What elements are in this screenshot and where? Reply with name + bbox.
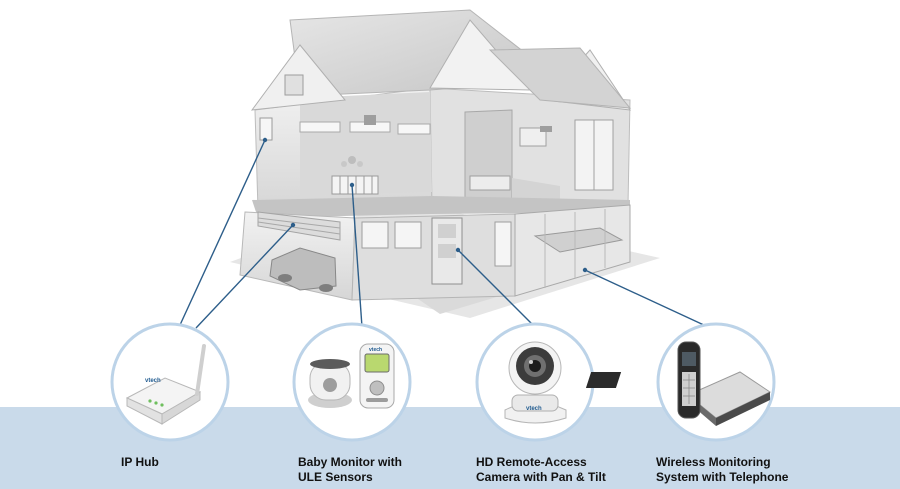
baby-monitor-icon: vtech (308, 343, 395, 409)
bedroom-floor (512, 178, 560, 200)
leader-phone (584, 269, 707, 327)
ip-hub-brand: vtech (145, 378, 161, 384)
bedroom-art (519, 127, 547, 147)
ceiling-lamp-left (364, 115, 376, 125)
living-room-glass (514, 204, 631, 297)
garage-door-open (257, 211, 341, 241)
house-illustration (230, 9, 660, 318)
left-room-window-1 (299, 121, 341, 133)
left-room-window-3 (397, 123, 431, 135)
baby-monitor-brand: vtech (369, 347, 382, 353)
ceiling-lamp-right (540, 126, 552, 132)
left-gable-window (284, 74, 304, 96)
label-ip-hub: IP Hub (121, 455, 159, 469)
device-circles (110, 322, 776, 442)
side-window (259, 117, 273, 141)
leader-baby-monitor (351, 184, 363, 328)
door-side-window (494, 221, 512, 267)
telephone-icon (585, 341, 772, 426)
ground-window-2 (394, 221, 422, 249)
left-room-interior (300, 92, 432, 196)
label-baby-monitor: Baby Monitor with ULE Sensors (298, 455, 402, 484)
leader-ip-hub-window-dot (262, 137, 268, 143)
leader-lines (179, 137, 707, 329)
crib (331, 175, 379, 195)
label-camera: HD Remote-Access Camera with Pan & Tilt (476, 455, 606, 484)
label-phone: Wireless Monitoring System with Telephon… (656, 455, 789, 484)
ground-window-1 (361, 221, 389, 249)
side-roof (488, 47, 632, 109)
camera-brand: vtech (526, 406, 542, 412)
leader-ip-hub-garage (195, 224, 294, 329)
leader-ip-hub-garage-dot (290, 222, 296, 228)
leader-baby-monitor-dot (349, 182, 355, 188)
bed (469, 175, 511, 191)
leader-phone-dot (582, 267, 588, 273)
ip-hub-icon: vtech (125, 344, 206, 425)
sofa (533, 227, 624, 253)
leader-camera (457, 249, 534, 326)
leader-ip-hub-window (179, 139, 266, 326)
mobile-toy (348, 156, 356, 164)
camera-icon: vtech (504, 341, 567, 424)
leader-camera-dot (455, 247, 461, 253)
